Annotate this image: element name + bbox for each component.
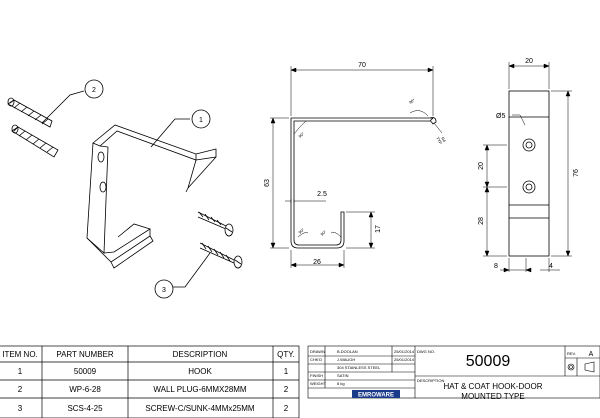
bom-header-part: PART NUMBER: [56, 350, 114, 359]
dim-radius: R4: [440, 136, 447, 144]
tb-dwg-label: DWG NO.: [417, 349, 435, 354]
wall-plug-upper: [7, 97, 53, 128]
tb-material: 304 STAINLESS STEEL: [337, 365, 381, 370]
screw-lower: [199, 242, 243, 269]
tb-finish: SATIN: [337, 373, 349, 378]
dim-hole: Ø5: [496, 113, 505, 120]
tb-rev-label: REV.: [567, 351, 576, 356]
balloon-2: [84, 79, 104, 99]
tb-drawn-date: 25/01/2014: [394, 349, 415, 354]
balloon-2-label: 2: [92, 87, 96, 94]
tb-label-finish: FINISH: [310, 373, 323, 378]
tb-label-weight: WEIGHT: [310, 381, 327, 386]
tb-drawn-by: B.DOOLAN: [337, 349, 358, 354]
dim-70: 70: [358, 62, 366, 69]
side-view: [270, 66, 443, 268]
dim-2-5: 2.5: [317, 191, 327, 198]
tb-dwg-number: 50009: [466, 353, 511, 370]
balloon-3-label: 3: [162, 287, 166, 294]
tb-label-drawn: DRAWN: [310, 349, 325, 354]
bom-row-3-part: SCS-4-25: [67, 404, 103, 413]
bom-header-item: ITEM NO.: [2, 350, 38, 359]
wall-plug-lower: [11, 124, 59, 158]
bom-row-2-item: 2: [18, 385, 23, 394]
bom-row-1-desc: HOOK: [188, 367, 212, 376]
dim-angle-bottom-left: 90°: [297, 227, 305, 235]
tb-desc-label: DESCRIPTION: [417, 378, 444, 383]
leader-1: [150, 118, 190, 148]
logo-text: EMROWARE: [358, 393, 394, 399]
tb-title-line-2: MOUNTED TYPE: [461, 392, 524, 401]
leader-3: [172, 252, 211, 288]
bom-row-3-qty: 2: [284, 404, 289, 413]
tb-rev: A: [589, 351, 594, 358]
bom-table-grid: [0, 345, 300, 418]
labels: 2 1 3 70 63 90° 90° R4 TYP 2.5 90° 90° 1…: [2, 58, 593, 413]
tb-label-chkd: CHK'D: [310, 357, 322, 362]
dim-radius-typ: TYP: [435, 136, 443, 146]
bom-row-1-part: 50009: [74, 367, 97, 376]
bom-header-qty: QTY.: [277, 350, 295, 359]
isometric-view: [7, 79, 243, 299]
dim-63: 63: [264, 179, 271, 187]
screw-upper: [197, 211, 234, 237]
title-block-grid: [307, 345, 600, 399]
balloon-1: [191, 109, 211, 129]
dim-26: 26: [313, 259, 321, 266]
bom-row-3-item: 3: [18, 404, 23, 413]
bom-row-2-qty: 2: [284, 385, 289, 394]
hook-body: [86, 124, 217, 269]
bom-row-2-part: WP-6-28: [69, 385, 101, 394]
bom-row-1-qty: 1: [284, 367, 289, 376]
bom-row-2-desc: WALL PLUG-6MMX28MM: [153, 385, 247, 394]
tb-title-line-1: HAT & COAT HOOK-DOOR: [444, 382, 543, 391]
dim-20-top: 20: [525, 58, 533, 65]
dim-angle-bottom-right: 90°: [319, 229, 327, 237]
tb-weight: 8 kg: [337, 381, 345, 386]
dim-28-vert: 28: [478, 217, 485, 225]
dim-4: 4: [549, 263, 553, 270]
tb-checked-date: 25/01/2014: [394, 357, 415, 362]
bom-header-desc: DESCRIPTION: [173, 350, 228, 359]
dim-8: 8: [494, 263, 498, 270]
bom-row-1-item: 1: [18, 367, 23, 376]
dim-17: 17: [375, 225, 382, 233]
bom-row-3-desc: SCREW-C/SUNK-4MMx25MM: [145, 404, 255, 413]
dim-76: 76: [573, 169, 580, 177]
leader-2: [41, 90, 85, 124]
projection-symbol-icon: [567, 361, 595, 373]
emroware-logo: EMROWARE: [352, 390, 400, 399]
balloon-1-label: 1: [199, 117, 203, 124]
front-view: [483, 62, 572, 273]
dim-angle-left: 90°: [297, 131, 305, 139]
dim-angle-top: 90°: [408, 97, 416, 105]
dim-20-vert: 20: [478, 162, 485, 170]
balloon-3: [154, 279, 174, 299]
tb-checked-by: J.WAUGH: [337, 357, 355, 362]
